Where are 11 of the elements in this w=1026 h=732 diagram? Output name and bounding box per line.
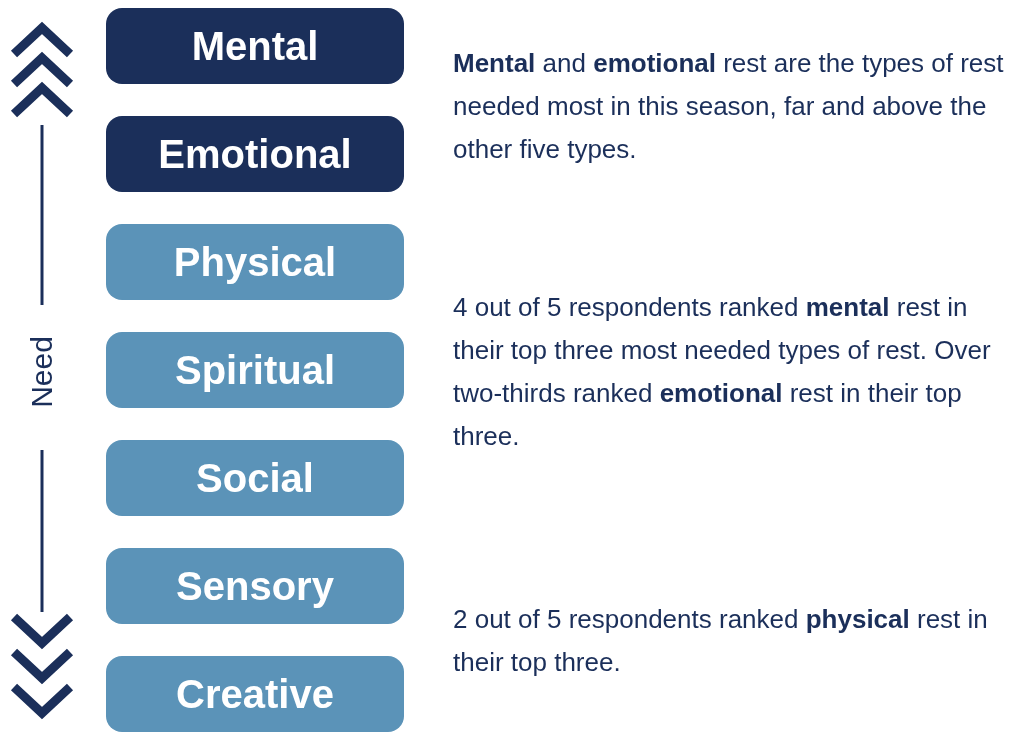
rest-type-pill: Emotional — [106, 116, 404, 192]
description-text: Mental and emotional rest are the types of rest needed most in this season, far and above the other five types. — [453, 47, 1005, 166]
rest-type-pill: Sensory — [106, 548, 404, 624]
description-text: 2 out of 5 respondents ranked physical rest in their top three. — [453, 603, 989, 679]
rest-type-pill: Social — [106, 440, 404, 516]
axis-label: Need — [25, 336, 59, 408]
rest-type-pill: Spiritual — [106, 332, 404, 408]
rest-type-pill: Physical — [106, 224, 404, 300]
description-text: 4 out of 5 respondents ranked mental rest in their top three most needed types of rest. Over two-thirds ranked emotional rest in their top three. — [453, 291, 992, 453]
rest-type-pill: Mental — [106, 8, 404, 84]
rest-type-pill: Creative — [106, 656, 404, 732]
